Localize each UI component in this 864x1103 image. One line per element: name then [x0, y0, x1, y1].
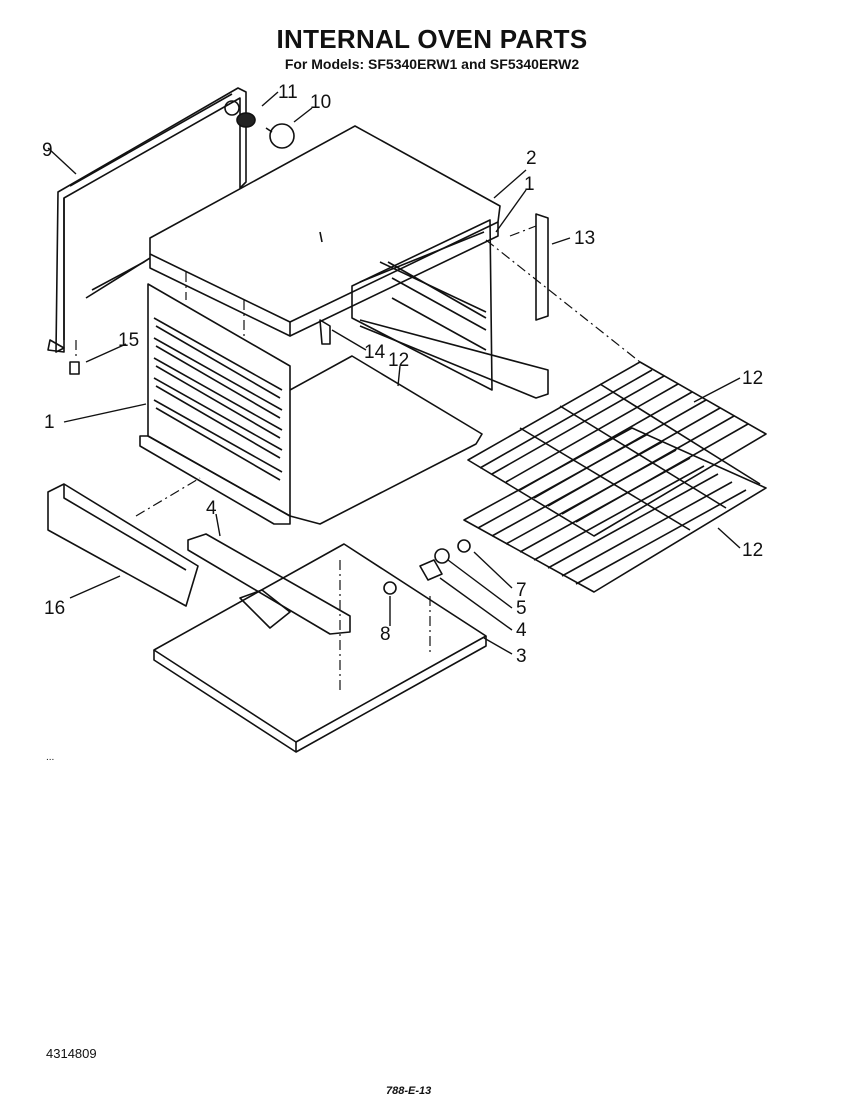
page-subtitle: For Models: SF5340ERW1 and SF5340ERW2 — [284, 56, 580, 72]
rear-panel — [47, 87, 247, 353]
callout-12-lower: 12 — [742, 540, 763, 561]
callout-5: 5 — [516, 598, 527, 619]
fastener — [69, 361, 80, 375]
callout-4-left: 4 — [206, 498, 217, 519]
oven-top-liner — [149, 125, 501, 337]
alignment-lines — [75, 225, 641, 694]
bracket — [419, 559, 443, 581]
nut — [434, 539, 471, 564]
callout-1-upper: 1 — [524, 174, 535, 195]
callout-12-upper: 12 — [742, 368, 763, 389]
document-part-number: 4314809 — [46, 1046, 97, 1061]
callout-13: 13 — [574, 228, 595, 249]
light-bulb — [265, 123, 295, 149]
callout-4-right: 4 — [516, 620, 527, 641]
oven-bottom-pan — [153, 543, 487, 753]
callout-1-left: 1 — [44, 412, 55, 433]
lamp-socket — [224, 100, 256, 128]
footer-code: 788-E-13 — [386, 1085, 432, 1097]
callout-leaders — [47, 91, 741, 655]
oven-side-panel-right — [351, 219, 549, 399]
oven-rack-lower — [463, 427, 767, 593]
callout-labels: 9 11 10 2 1 13 15 14 12 1 12 12 4 16 7 5… — [42, 82, 763, 667]
callout-2: 2 — [526, 148, 537, 169]
washer — [383, 581, 397, 595]
callout-8: 10 — [310, 92, 331, 113]
callout-9: 11 — [278, 82, 298, 103]
page-title: INTERNAL OVEN PARTS — [276, 24, 588, 54]
clip — [319, 319, 331, 345]
oven-side-panel-left — [139, 283, 291, 525]
oven-floor — [289, 355, 483, 525]
side-strip — [535, 213, 549, 321]
callout-10: 8 — [380, 624, 391, 645]
callout-3: 3 — [516, 646, 527, 667]
stray-marks: ... — [46, 752, 55, 763]
callout-14: 14 — [364, 342, 386, 363]
callout-7: 9 — [42, 140, 53, 161]
front-trim — [47, 483, 199, 607]
callout-15: 15 — [118, 330, 139, 351]
bottom-support-rail — [187, 533, 351, 635]
callout-6: 7 — [516, 580, 527, 601]
callout-16: 16 — [44, 598, 65, 619]
callout-11: 12 — [388, 350, 409, 371]
